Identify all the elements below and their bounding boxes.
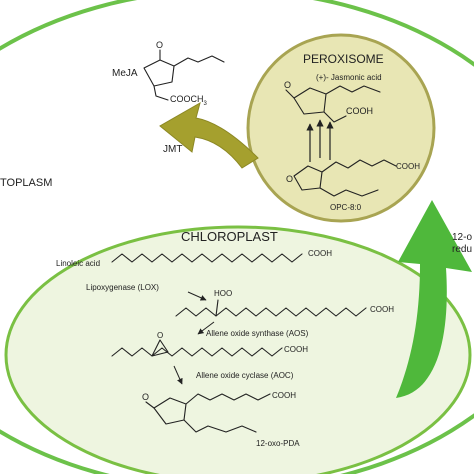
hpot-cooh-label: COOH: [370, 305, 394, 314]
linoleic-acid-structure: [111, 253, 303, 263]
meja-oxo-label: O: [156, 40, 163, 50]
epoxide-ring: [151, 339, 169, 357]
linoleic-acid-label: Linoleic acid: [56, 259, 100, 268]
green-transport-arrow: [396, 200, 472, 398]
hydroperoxide-structure: [175, 307, 367, 317]
allene-cooh-label: COOH: [284, 345, 308, 354]
opc-oxo-label: O: [286, 174, 293, 184]
chloroplast-title: CHLOROPLAST: [181, 229, 278, 244]
right-label-line1: 12-o: [452, 232, 472, 243]
epoxide-oxo-label: O: [157, 331, 163, 340]
opc-label: OPC-8:0: [330, 203, 362, 212]
opda-structure: [145, 393, 271, 433]
jmt-arrow: [159, 101, 259, 169]
aos-arrow: [197, 321, 215, 335]
right-label-line2: redu: [452, 244, 472, 255]
peroxisome-compartment: [246, 33, 436, 223]
lox-arrow: [187, 291, 207, 301]
aos-enzyme-label: Allene oxide synthase (AOS): [206, 329, 309, 338]
aoc-arrow: [173, 365, 183, 385]
ja-oxo-label: O: [284, 80, 291, 90]
peroxisome-title: PEROXISOME: [303, 52, 384, 66]
meja-structure: [143, 49, 225, 101]
opda-cooh-label: COOH: [272, 391, 296, 400]
lox-enzyme-label: Lipoxygenase (LOX): [86, 283, 159, 292]
opda-label: 12-oxo-PDA: [256, 439, 300, 448]
allene-oxide-structure: [111, 347, 283, 357]
jasmonic-acid-structure: [285, 85, 381, 123]
opc-structure: [293, 159, 397, 197]
ja-cooh-label: COOH: [346, 106, 373, 116]
linoleic-cooh-label: COOH: [308, 249, 332, 258]
opda-oxo-label: O: [142, 392, 149, 402]
jasmonic-acid-label: (+)- Jasmonic acid: [316, 73, 382, 82]
meja-label: MeJA: [112, 68, 138, 79]
jmt-enzyme-label: JMT: [163, 144, 182, 155]
cytoplasm-label: TOPLASM: [0, 177, 52, 189]
hoo-label: HOO: [214, 289, 232, 298]
meja-ester-label: COOCH3: [170, 94, 208, 107]
beta-oxidation-arrows: [306, 119, 334, 162]
aoc-enzyme-label: Allene oxide cyclase (AOC): [196, 371, 294, 380]
hoo-bond: [215, 299, 219, 317]
opc-cooh-label: COOH: [396, 162, 420, 171]
